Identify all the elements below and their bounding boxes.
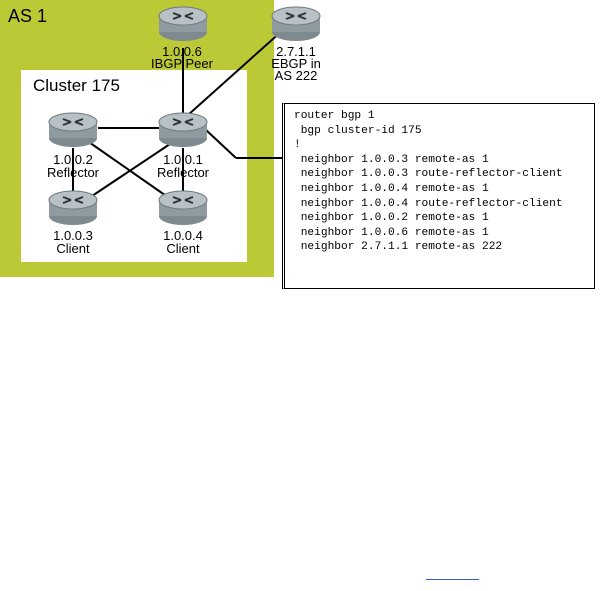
router-client-b-role: Client (166, 241, 200, 256)
config-line: neighbor 1.0.0.6 remote-as 1 (294, 226, 489, 239)
cluster-label: Cluster 175 (33, 76, 120, 95)
link-reflector-b-client-a (85, 139, 177, 201)
router-client-a-role: Client (56, 241, 90, 256)
router-icon (48, 190, 98, 225)
router-ebgp-address: 2.7.1.1 (276, 44, 316, 59)
router-client-b-address: 1.0.0.4 (163, 228, 203, 243)
config-line: bgp cluster-id 175 (294, 124, 422, 137)
router-reflector-b-role: Reflector (156, 165, 210, 180)
cluster-region: Cluster 175 (21, 70, 247, 262)
router-reflector-b-address: 1.0.0.1 (163, 152, 203, 167)
config-line: neighbor 1.0.0.2 remote-as 1 (294, 212, 489, 225)
router-peer-address: 1.0.0.6 (162, 44, 202, 59)
router-client-a-address: 1.0.0.3 (53, 228, 93, 243)
router-peer-role: IBGP Peer (151, 56, 213, 71)
router-reflector-a-address: 1.0.0.2 (53, 152, 93, 167)
as-label: AS 1 (8, 6, 48, 26)
as-region: AS 1 Cluster 175 (0, 0, 274, 277)
link-reflector-b-config (205, 129, 237, 159)
config-line: neighbor 1.0.0.3 route-reflector-client (294, 168, 563, 181)
router-icon (158, 190, 208, 225)
config-line: neighbor 1.0.0.4 remote-as 1 (294, 182, 489, 195)
config-line: neighbor 1.0.0.4 route-reflector-client (294, 197, 563, 210)
config-line: neighbor 2.7.1.1 remote-as 222 (294, 241, 503, 254)
router-icon (48, 112, 98, 147)
bgp-config-panel: router bgp 1 bgp cluster-id 175 ! neighb… (282, 103, 595, 289)
config-line: router bgp 1 (294, 110, 375, 122)
footer-link-underline[interactable] (426, 579, 479, 580)
config-line: ! (294, 139, 301, 152)
router-icon (271, 6, 321, 41)
router-icon (158, 6, 208, 41)
router-icon (158, 112, 208, 147)
bgp-config-text: router bgp 1 bgp cluster-id 175 ! neighb… (285, 104, 594, 255)
link-ebgp-reflector-b (187, 29, 284, 116)
config-line: neighbor 1.0.0.3 remote-as 1 (294, 153, 489, 166)
router-reflector-a-role: Reflector (46, 165, 100, 180)
router-ebgp-role: EBGP in (271, 56, 321, 71)
link-reflector-a-client-b (85, 139, 173, 201)
router-ebgp-as: AS 222 (274, 68, 318, 83)
